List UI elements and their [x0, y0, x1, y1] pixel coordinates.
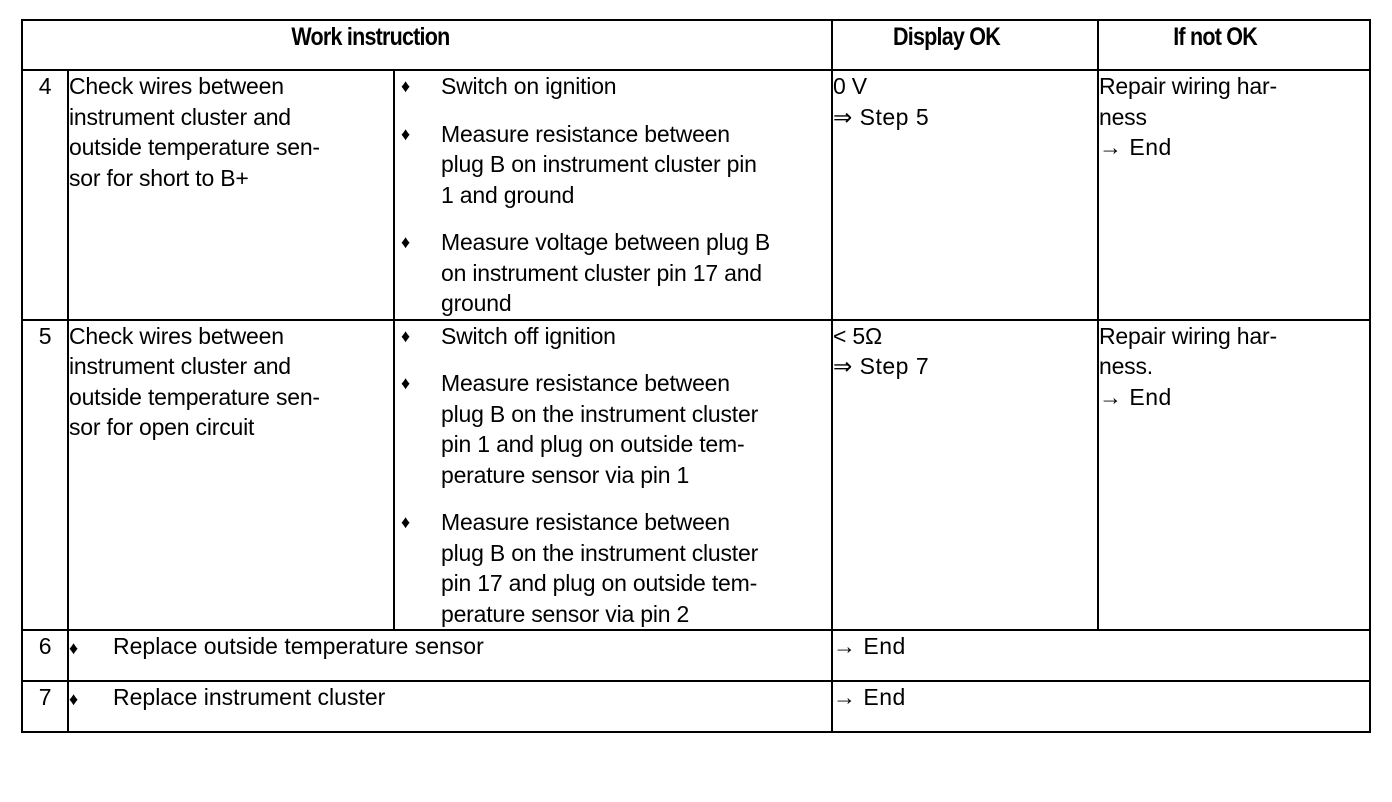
header-display-ok: Display OK [831, 19, 1099, 71]
action-6: ♦ Replace outside temperature sensor [67, 629, 833, 682]
list-item: ♦ Measure resistance between plug B on t… [401, 509, 759, 627]
list-item: ♦ Measure resistance between plug B on t… [401, 370, 759, 488]
list-item: ♦ Measure voltage between plug B on inst… [401, 229, 770, 316]
list-item: ♦ Switch on ignition [395, 71, 831, 102]
step-number-5: 5 [21, 318, 69, 631]
diamond-bullet-icon: ♦ [69, 689, 79, 709]
result-7: → End [831, 680, 1371, 733]
header-work-instruction: Work instruction [21, 19, 833, 71]
diamond-bullet-icon: ♦ [69, 638, 79, 658]
table-row: 6 ♦ Replace outside temperature sensor → … [21, 629, 1371, 682]
header-if-not-ok-label: If not OK [1173, 23, 1258, 51]
header-if-not-ok: If not OK [1097, 19, 1371, 71]
header-work-instruction-label: Work instruction [291, 23, 450, 51]
display-ok-result-4: 0 V ⇒ Step 5 [831, 69, 1099, 321]
result-6: → End [831, 629, 1371, 682]
table-row: 7 ♦ Replace instrument cluster → End [21, 680, 1371, 733]
diamond-bullet-icon: ♦ [401, 123, 410, 144]
table-header-row: Work instruction Display OK If not OK [21, 19, 1371, 71]
table-row: 4 Check wires between instrument cluster… [21, 69, 1371, 321]
action-7-label: Replace instrument cluster [113, 684, 386, 710]
if-not-ok-action-4: Repair wiring har- ness → End [1097, 69, 1371, 321]
action-6-label: Replace outside temperature sensor [113, 633, 484, 659]
list-item: ♦ Switch off ignition [395, 321, 831, 352]
display-ok-result-5: < 5Ω ⇒ Step 7 [831, 318, 1099, 631]
task-description-4: Check wires between instrument cluster a… [67, 69, 395, 321]
step-number-6: 6 [21, 629, 69, 682]
diamond-bullet-icon: ♦ [401, 325, 410, 346]
action-list-4: ♦ Switch on ignition ♦ Measure resistanc… [393, 69, 833, 321]
step-number-7: 7 [21, 680, 69, 733]
bullet-list: ♦ Switch off ignition ♦ Measure resistan… [395, 321, 831, 630]
diamond-bullet-icon: ♦ [401, 232, 410, 252]
diamond-bullet-icon: ♦ [401, 76, 410, 96]
bullet-list: ♦ Switch on ignition ♦ Measure resistanc… [395, 71, 831, 319]
action-list-5: ♦ Switch off ignition ♦ Measure resistan… [393, 318, 833, 631]
task-description-5: Check wires between instrument cluster a… [67, 318, 395, 631]
step-number-4: 4 [21, 69, 69, 321]
diamond-bullet-icon: ♦ [401, 373, 410, 393]
diamond-bullet-icon: ♦ [401, 512, 410, 532]
diagnostic-procedure-table: Work instruction Display OK If not OK 4 … [21, 19, 1371, 733]
if-not-ok-action-5: Repair wiring har- ness. → End [1097, 318, 1371, 631]
action-7: ♦ Replace instrument cluster [67, 680, 833, 733]
list-item: ♦ Measure resistance between plug B on i… [401, 120, 757, 208]
table-row: 5 Check wires between instrument cluster… [21, 318, 1371, 631]
header-display-ok-label: Display OK [893, 23, 1001, 51]
